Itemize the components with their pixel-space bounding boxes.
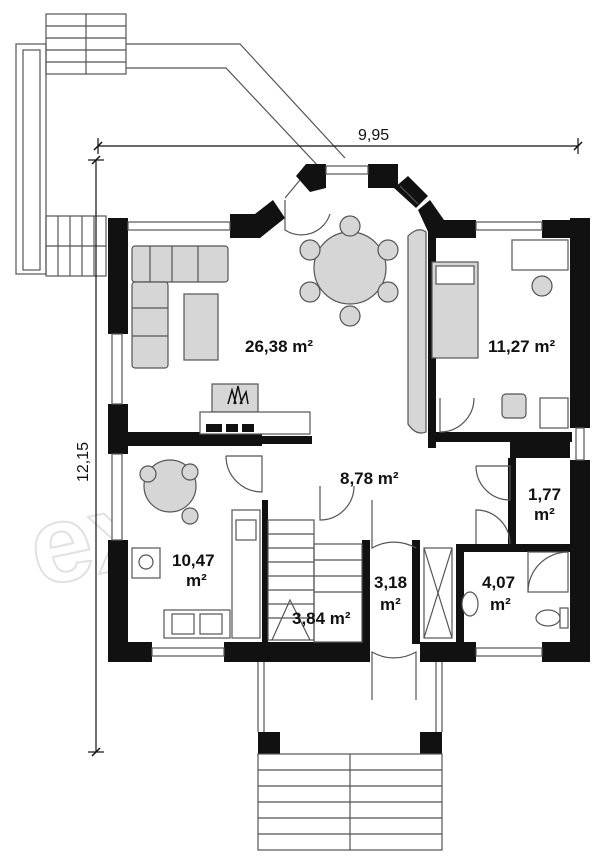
living-room-area: 26,38 m² [245, 337, 313, 356]
bedroom-furniture [431, 239, 569, 429]
doors [225, 200, 511, 700]
dimension-width: 9,95 [93, 127, 583, 154]
kitchen-area-unit: m² [186, 571, 207, 590]
room-labels: 26,38 m² 11,27 m² 8,78 m² 1,77 m² 10,47 … [172, 337, 561, 628]
dimension-depth: 12,15 [75, 155, 104, 757]
hall-area: 8,78 m² [340, 469, 399, 488]
vestibule-area-value: 3,18 [374, 573, 407, 592]
wardrobe [423, 547, 453, 639]
terrace [15, 13, 346, 277]
bathroom-fixtures [461, 551, 569, 629]
wc-area-value: 1,77 [528, 485, 561, 504]
depth-label: 12,15 [75, 442, 92, 482]
kitchen-area-value: 10,47 [172, 551, 215, 570]
stairs [267, 519, 363, 643]
stairs-area: 3,84 m² [292, 609, 351, 628]
porch [257, 662, 443, 851]
vestibule-area-unit: m² [380, 595, 401, 614]
bathroom-area-unit: m² [490, 595, 511, 614]
living-room-furniture [131, 215, 427, 435]
windows [111, 165, 585, 657]
wc-area-unit: m² [534, 505, 555, 524]
exterior-walls [108, 164, 590, 754]
width-label: 9,95 [358, 127, 389, 144]
kitchen-furniture [131, 459, 261, 639]
bathroom-area-value: 4,07 [482, 573, 515, 592]
bedroom-area: 11,27 m² [488, 337, 555, 356]
